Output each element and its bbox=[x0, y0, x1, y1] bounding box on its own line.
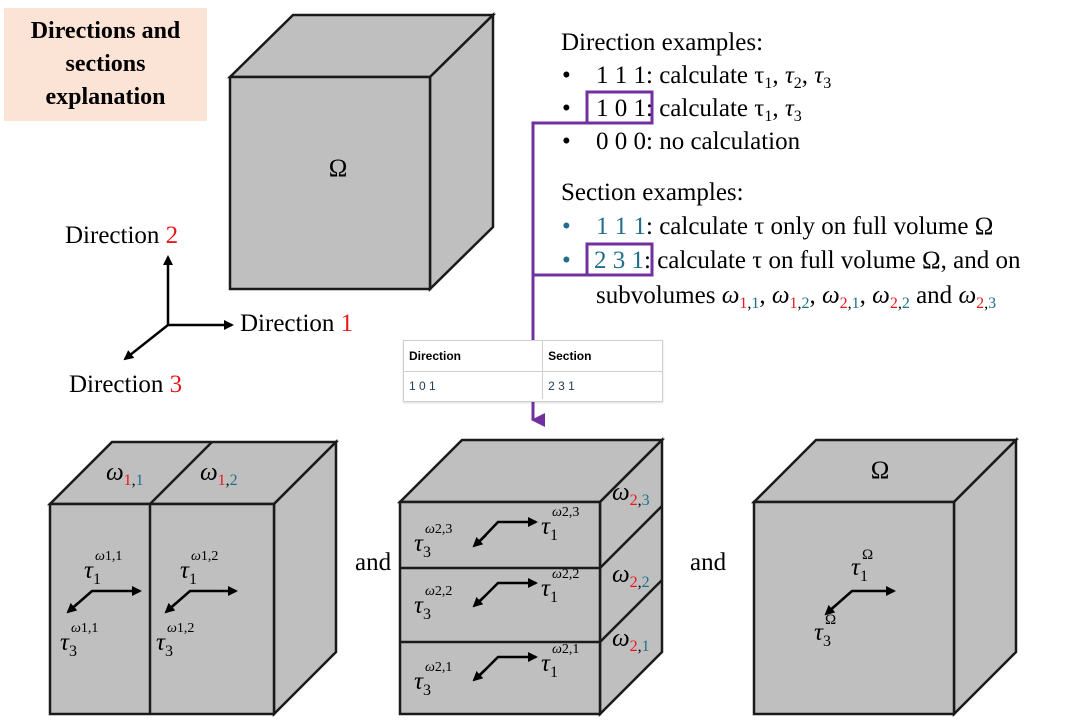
direction-examples: Direction examples: • 1 1 1: calculate τ… bbox=[561, 29, 831, 155]
tau1-omega-2-3: τ1ω2,3 bbox=[541, 505, 579, 544]
bullet: • bbox=[562, 62, 571, 89]
bullet: • bbox=[562, 128, 571, 155]
table-header-section: Section bbox=[542, 341, 662, 372]
diagram-title: Directions and sections explanation bbox=[30, 18, 181, 110]
tau3-omega-2-1: τ3ω2,1 bbox=[414, 660, 452, 699]
highlight-section-231 bbox=[585, 242, 654, 277]
section-example-2-continued: subvolumes ω1,1, ω1,2, ω2,1, ω2,2 and ω2… bbox=[596, 282, 996, 312]
cube-full-volume: Ω τ1Ω τ3Ω bbox=[750, 436, 1020, 718]
bullet: • bbox=[562, 247, 571, 274]
tau3-omega-2-2: τ3ω2,2 bbox=[414, 584, 452, 623]
bullet: • bbox=[562, 213, 571, 240]
highlight-direction-101 bbox=[585, 90, 654, 125]
section-example-1: 1 1 1: calculate τ only on full volume Ω bbox=[596, 213, 993, 240]
direction-example-1: 1 1 1: calculate τ1, τ2, τ3 bbox=[596, 62, 831, 92]
table-cell-section[interactable]: 2 3 1 bbox=[548, 378, 575, 393]
and-label-2: and bbox=[690, 549, 727, 576]
tau1-omega-2-1: τ1ω2,1 bbox=[541, 642, 579, 681]
cube-sections-direction-1: ω1,1 ω1,2 τ1ω1,1 τ1ω1,2 τ3ω1,1 τ3ω1,2 bbox=[46, 438, 340, 718]
and-label-1: and bbox=[355, 549, 392, 576]
tau3-omega-2-3: τ3ω2,3 bbox=[414, 522, 452, 561]
label-omega-2-2: ω2,2 bbox=[612, 561, 650, 591]
axes: Direction 2 Direction 1 Direction 3 bbox=[65, 222, 353, 398]
axis-label-direction-3: Direction 3 bbox=[69, 371, 182, 398]
label-omega-1-2: ω1,2 bbox=[200, 459, 238, 489]
tau1-omega-full: τ1Ω bbox=[851, 547, 873, 585]
table-row: 1 0 1 2 3 1 bbox=[404, 371, 662, 399]
purple-connector bbox=[531, 121, 587, 427]
cube-sections-direction-2: ω2,3 ω2,2 ω2,1 τ1ω2,3 τ3ω2,3 τ1ω2,2 τ3ω2… bbox=[396, 436, 666, 718]
settings-table: Direction Section 1 0 1 2 3 1 bbox=[403, 340, 663, 402]
axis-label-direction-1: Direction 1 bbox=[240, 310, 353, 337]
full-volume-omega: Ω bbox=[871, 457, 890, 484]
direction-example-2: 1 0 1: calculate τ1, τ3 bbox=[596, 95, 802, 125]
title-box: Directions and sections explanation bbox=[4, 8, 207, 121]
axis-label-direction-2: Direction 2 bbox=[65, 222, 178, 249]
label-omega-1-1: ω1,1 bbox=[106, 459, 144, 489]
table-header-direction: Direction bbox=[404, 341, 544, 372]
tau1-omega-1-1: τ1ω1,1 bbox=[84, 549, 122, 588]
tau1-omega-1-2: τ1ω1,2 bbox=[180, 549, 218, 588]
section-example-2: 2 3 1: calculate τ on full volume Ω, and… bbox=[594, 247, 1021, 274]
label-omega-2-3: ω2,3 bbox=[612, 479, 650, 509]
bullet: • bbox=[562, 95, 571, 122]
tau3-omega-full: τ3Ω bbox=[814, 612, 836, 650]
tau3-omega-1-1: τ3ω1,1 bbox=[60, 621, 98, 660]
section-examples: Section examples: • 1 1 1: calculate τ o… bbox=[561, 179, 1021, 312]
tau3-omega-1-2: τ3ω1,2 bbox=[156, 621, 194, 660]
direction-example-3: 0 0 0: no calculation bbox=[596, 128, 801, 155]
section-examples-heading: Section examples: bbox=[561, 179, 744, 206]
tau1-omega-2-2: τ1ω2,2 bbox=[541, 567, 579, 606]
main-cube-omega: Ω bbox=[329, 155, 348, 182]
table-cell-direction[interactable]: 1 0 1 bbox=[404, 371, 544, 399]
label-omega-2-1: ω2,1 bbox=[612, 625, 650, 655]
main-cube: Ω bbox=[226, 12, 497, 292]
direction-examples-heading: Direction examples: bbox=[561, 29, 763, 56]
